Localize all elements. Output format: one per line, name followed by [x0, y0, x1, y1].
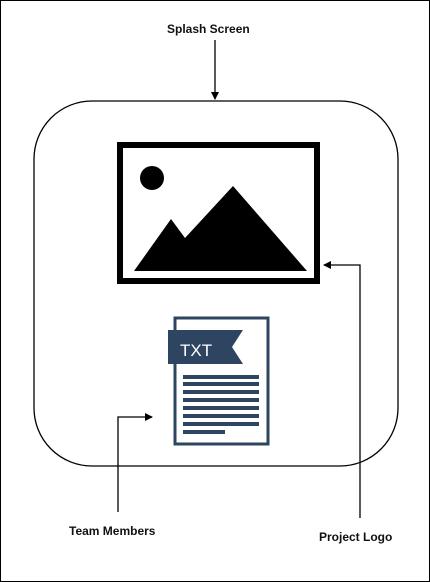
- image-icon: [117, 142, 320, 284]
- team-members-arrow: [117, 413, 153, 512]
- splash-screen-label: Splash Screen: [167, 22, 250, 36]
- splash-screen-container: [33, 100, 399, 467]
- project-logo-arrow: [323, 261, 361, 518]
- txt-file-icon: TXT: [168, 316, 270, 446]
- project-logo-label: Project Logo: [319, 530, 393, 544]
- txt-badge-text: TXT: [180, 341, 212, 360]
- team-members-label: Team Members: [69, 524, 156, 538]
